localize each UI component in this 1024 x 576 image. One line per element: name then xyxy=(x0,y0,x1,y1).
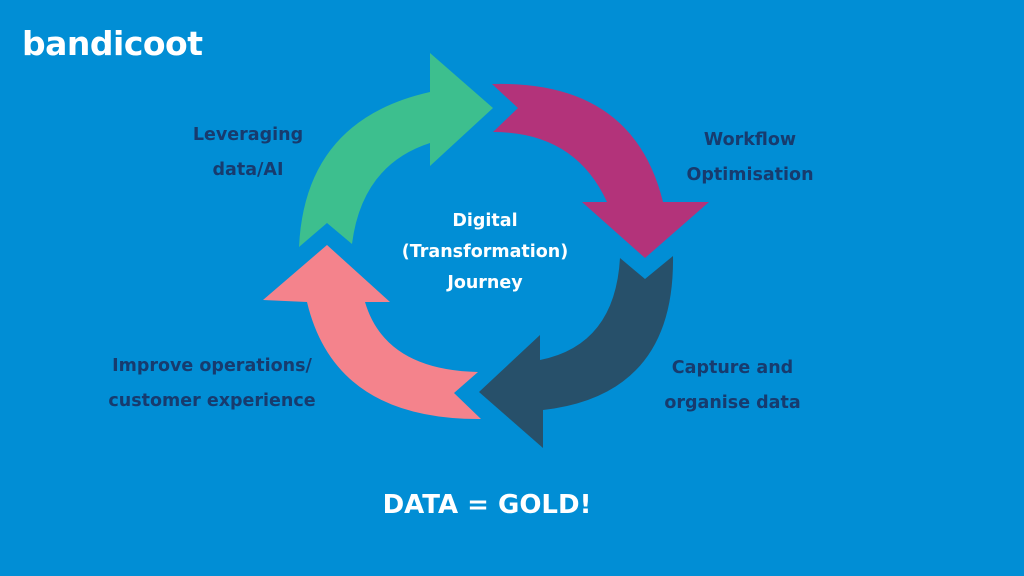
arrow-improve-operations xyxy=(263,245,481,420)
step-label-workflow: Workflow Optimisation xyxy=(670,123,830,193)
step-label-line: organise data xyxy=(664,393,801,413)
center-line-2: (Transformation) xyxy=(401,242,569,262)
step-label-line: Improve operations/ xyxy=(112,356,312,376)
step-label-line: Leveraging xyxy=(192,125,304,145)
step-label-line: customer experience xyxy=(108,391,316,411)
arrow-workflow-optimisation xyxy=(492,83,709,258)
center-line-3: Journey xyxy=(447,273,523,293)
step-label-line: data/AI xyxy=(212,160,284,180)
arrow-capture-data xyxy=(479,256,674,448)
step-label-leveraging: Leveraging data/AI xyxy=(168,118,328,188)
center-title: Digital (Transformation) Journey xyxy=(380,206,590,299)
arrow-leveraging-data xyxy=(299,53,493,247)
bandicoot-logo: bandicoot xyxy=(22,24,203,63)
footer-slogan: DATA = GOLD! xyxy=(382,490,592,520)
step-label-line: Workflow xyxy=(703,130,797,150)
step-label-improve: Improve operations/ customer experience xyxy=(82,349,342,419)
step-label-line: Capture and xyxy=(671,358,794,378)
step-label-line: Optimisation xyxy=(686,165,814,185)
center-line-1: Digital xyxy=(452,211,518,231)
step-label-capture: Capture and organise data xyxy=(650,351,815,421)
